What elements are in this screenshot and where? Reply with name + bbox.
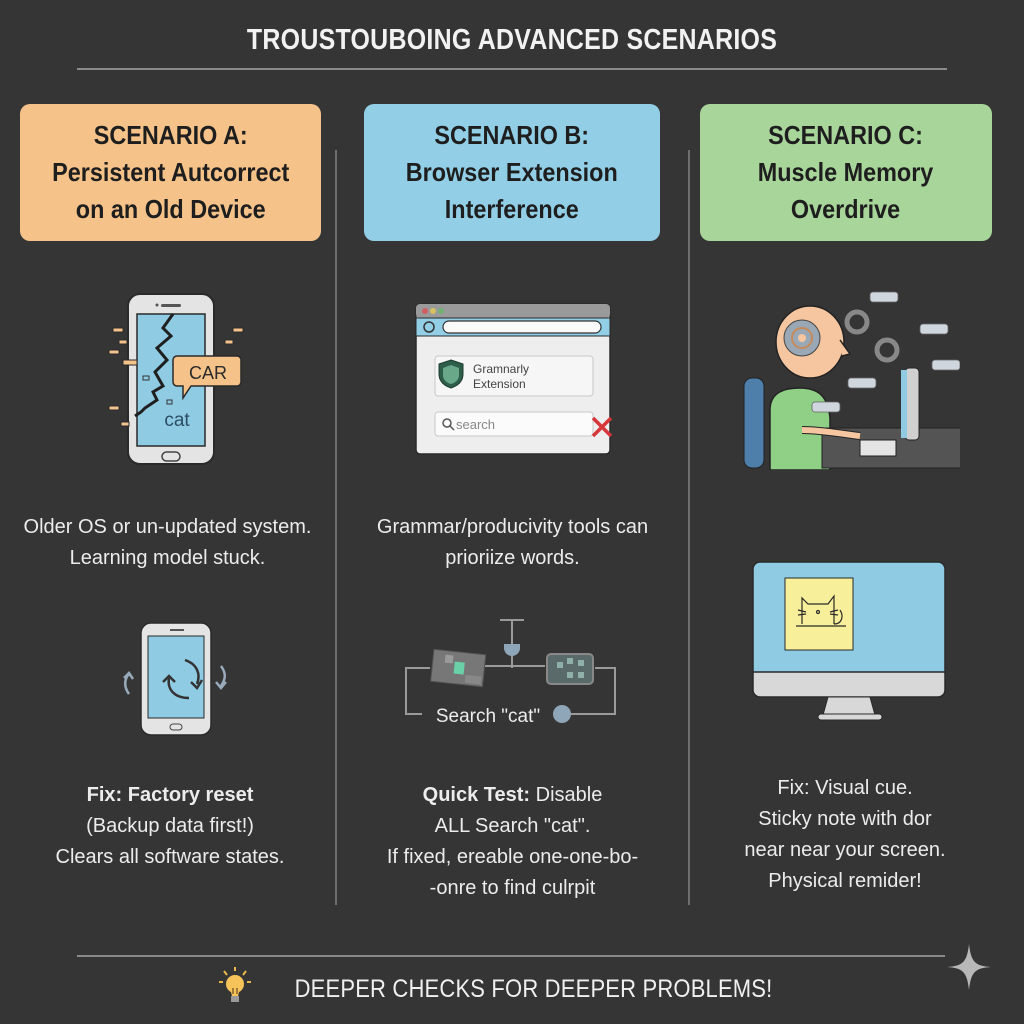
fix-line: near near your screen. <box>744 839 946 861</box>
page-title: TROUSTOUBOING ADVANCED SCENARIOS <box>246 24 778 56</box>
scenario-b-title-line1: Browser Extension <box>406 157 618 187</box>
scenario-c-label: SCENARIO C: <box>768 120 924 150</box>
scenario-c-title-line2: Overdrive <box>791 194 901 224</box>
fix-line: Disable <box>530 784 603 806</box>
extension-name-line1: Gramnarly <box>473 362 529 376</box>
scenario-c-card: SCENARIO C: Muscle Memory Overdrive <box>700 104 992 241</box>
footer-divider <box>77 955 945 957</box>
scenario-c-title-line1: Muscle Memory <box>758 157 934 187</box>
screen-text: cat <box>164 410 190 431</box>
fix-title: Quick Test: <box>422 784 531 806</box>
search-placeholder: search <box>456 417 495 432</box>
circuit-diagram-icon: Search "cat" <box>400 618 625 728</box>
column-divider-1 <box>335 150 337 905</box>
sparkle-icon <box>945 942 993 997</box>
fix-title: Fix: Visual cue. <box>777 777 913 799</box>
column-divider-2 <box>688 150 690 905</box>
monitor-sticky-note-cat-icon <box>750 560 950 725</box>
cause-line: Grammar/producivity tools can <box>376 516 649 538</box>
extension-name-line2: Extension <box>473 377 526 391</box>
scenario-b-fix: Quick Test: Disable ALL Search "cat". If… <box>345 780 680 904</box>
scenario-a-title-line2: on an Old Device <box>75 194 266 224</box>
fix-line: -onre to find culrpit <box>429 877 596 899</box>
fix-line: If fixed, ereable one-one-bo- <box>386 846 639 868</box>
scenario-a-cause: Older OS or un-updated system. Learning … <box>0 512 335 574</box>
cause-line: prioriize words. <box>445 547 580 569</box>
header-divider <box>77 68 947 70</box>
phone-reset-icon <box>115 620 235 740</box>
scenario-a-fix: Fix: Factory reset (Backup data first!) … <box>20 780 320 873</box>
scenario-a-label: SCENARIO A: <box>93 120 248 150</box>
fix-line: Clears all software states. <box>55 846 285 868</box>
person-typing-gears-icon <box>740 280 963 471</box>
bubble-text: CAR <box>189 363 227 383</box>
cause-line: Learning model stuck. <box>69 547 266 569</box>
fix-line: ALL Search "cat". <box>434 815 591 837</box>
footer: DEEPER CHECKS FOR DEEPER PROBLEMS! <box>0 966 1024 1013</box>
scenario-b-card: SCENARIO B: Browser Extension Interferen… <box>364 104 660 241</box>
scenario-a-title-line1: Persistent Autcorrect <box>51 157 290 187</box>
scenario-b-label: SCENARIO B: <box>434 120 590 150</box>
diagram-label: Search "cat" <box>436 706 540 727</box>
scenario-b-cause: Grammar/producivity tools can prioriize … <box>345 512 680 574</box>
scenario-a-card: SCENARIO A: Persistent Autcorrect on an … <box>20 104 321 241</box>
footer-text: DEEPER CHECKS FOR DEEPER PROBLEMS! <box>295 975 773 1003</box>
fix-line: Physical remider! <box>768 870 922 892</box>
lightbulb-icon <box>218 966 252 1013</box>
scenario-c-fix: Fix: Visual cue. Sticky note with dor ne… <box>700 773 990 897</box>
browser-window-icon: Gramnarly Extension search <box>415 302 615 457</box>
scenario-b-title-line2: Interference <box>445 194 579 224</box>
cracked-phone-icon: CAR cat <box>95 290 265 470</box>
fix-line: Sticky note with dor <box>758 808 932 830</box>
fix-title: Fix: Factory reset <box>86 784 254 806</box>
fix-line: (Backup data first!) <box>86 815 254 837</box>
cause-line: Older OS or un-updated system. <box>23 516 312 538</box>
